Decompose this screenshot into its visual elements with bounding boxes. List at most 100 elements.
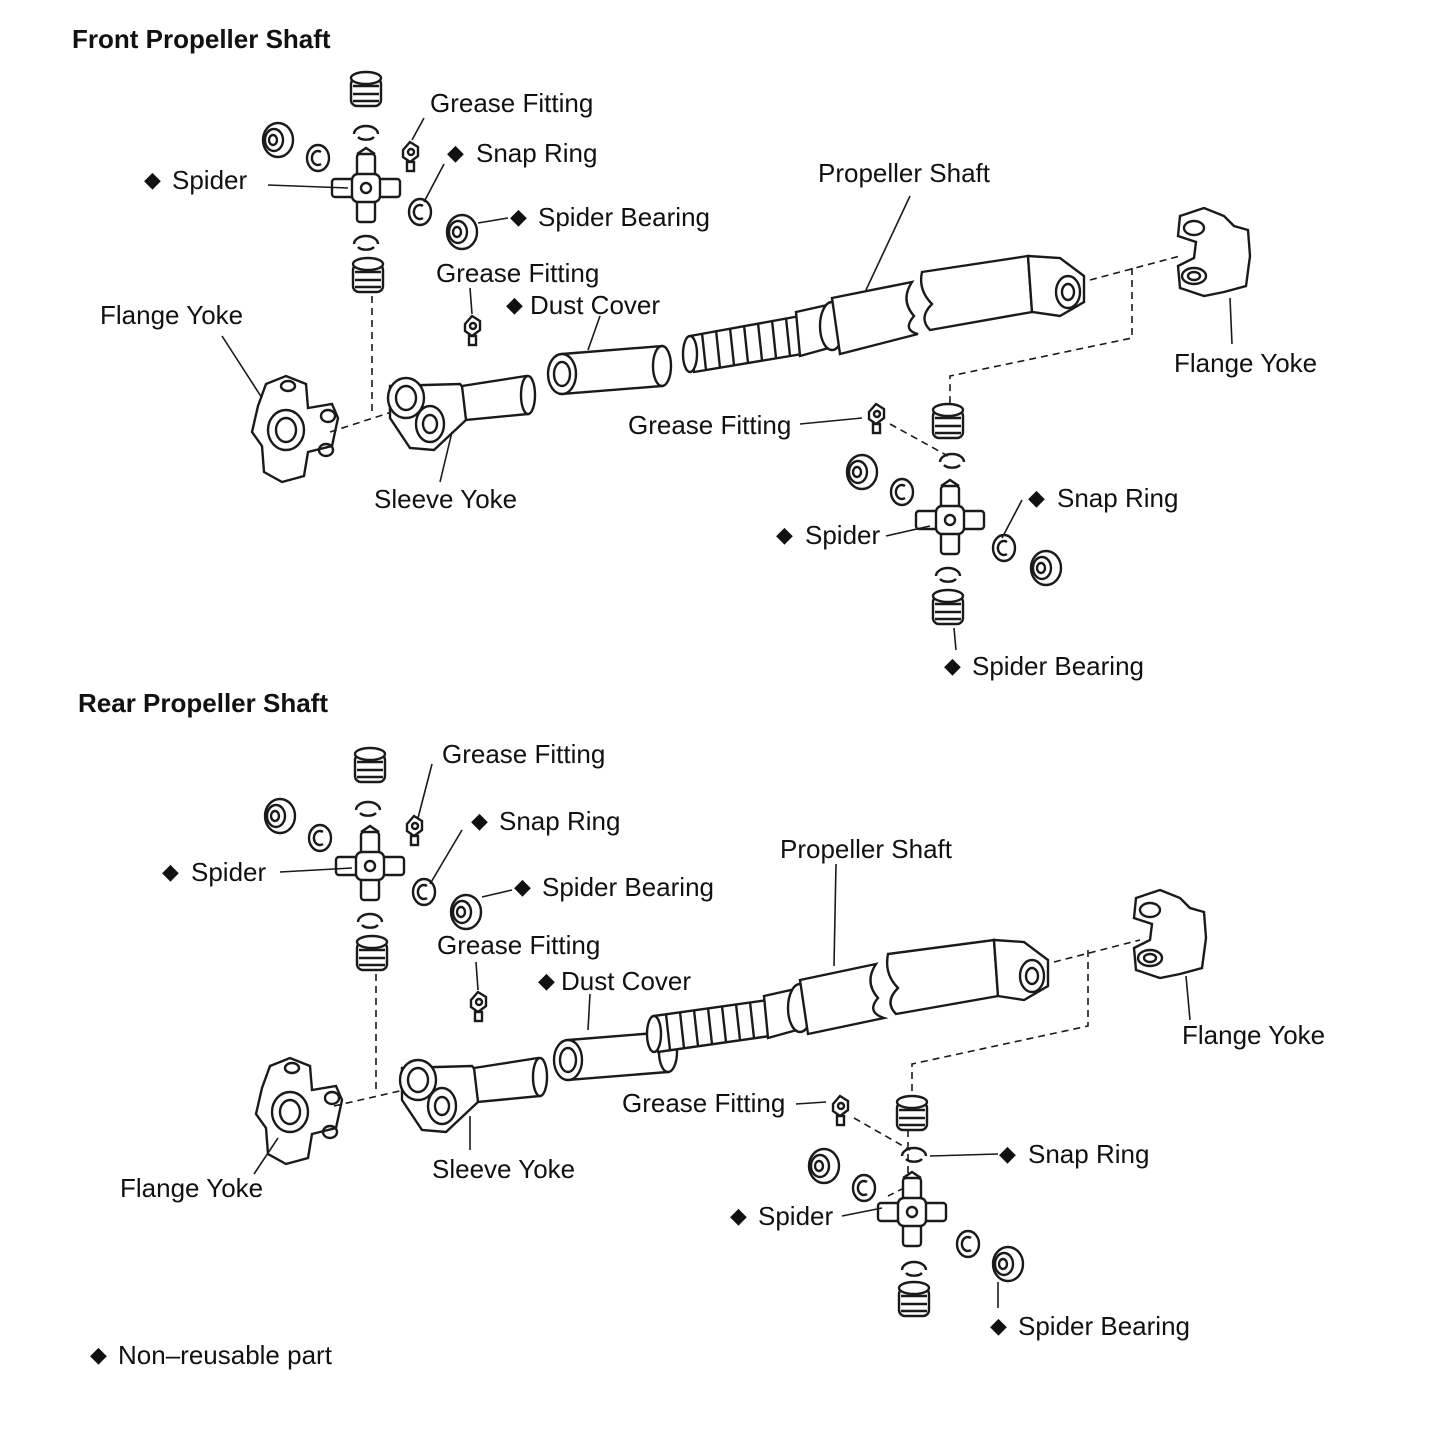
rear-snap-ring-bottom-2: [900, 1260, 928, 1277]
front-flange-yoke-left-label: Flange Yoke: [100, 300, 243, 330]
front-dust-cover: [546, 344, 673, 396]
front-grease-fitting-upper-label: Grease Fitting: [430, 88, 593, 118]
rear-nonreusable-marker: ◆: [514, 875, 531, 900]
front-nonreusable-marker: ◆: [1028, 486, 1045, 511]
rear-spider-upper: [334, 824, 406, 902]
front-flange-yoke-left: [250, 374, 340, 484]
rear-propeller-shaft: [645, 938, 1050, 1054]
front-snap-ring-bottom-2: [934, 566, 962, 583]
rear-lower-joint: [807, 1094, 1025, 1318]
front-propeller-shaft-label: Propeller Shaft: [818, 158, 991, 188]
rear-grease-fitting-lower: [831, 1094, 850, 1127]
rear-nonreusable-marker: ◆: [162, 860, 179, 885]
rear-snap-ring-upper-label: Snap Ring: [499, 806, 620, 836]
rear-nonreusable-marker: ◆: [471, 809, 488, 834]
rear-snap-ring-top: [354, 800, 382, 817]
legend-diamond-icon: ◆: [90, 1343, 107, 1368]
rear-bearing-cup-top: [353, 746, 387, 784]
front-grease-fitting-mid: [463, 314, 482, 347]
rear-spider-left-label: Spider: [191, 857, 266, 887]
front-nonreusable-marker: ◆: [506, 293, 523, 318]
front-spider-left-label: Spider: [172, 165, 247, 195]
front-bearing-cup-top: [349, 70, 383, 108]
front-nonreusable-marker: ◆: [776, 523, 793, 548]
front-clip-left-2: [889, 477, 915, 507]
front-spider-bearing-upper-label: Spider Bearing: [538, 202, 710, 232]
front-spider-bearing-bottom: [931, 588, 965, 626]
front-bearing-left-outer: [261, 121, 295, 159]
rear-grease-fitting-lower-label: Grease Fitting: [622, 1088, 785, 1118]
front-propeller-shaft: [681, 254, 1086, 374]
rear-bearing-left-outer: [263, 797, 297, 835]
front-clip-left: [305, 143, 331, 173]
rear-spider-bearing-right: [449, 893, 483, 931]
rear-dust-cover-label: Dust Cover: [561, 966, 691, 996]
front-grease-fitting-mid-label: Grease Fitting: [436, 258, 599, 288]
front-section: Front Propeller Shaft: [72, 24, 1317, 681]
rear-nonreusable-marker: ◆: [538, 969, 555, 994]
rear-upper-joint: [263, 746, 483, 1092]
front-bearing-cup-top-2: [931, 402, 965, 440]
front-nonreusable-marker: ◆: [144, 168, 161, 193]
rear-bearing-left-2: [807, 1147, 841, 1185]
rear-grease-fitting-mid: [469, 990, 488, 1023]
front-lower-joint: [845, 402, 1063, 626]
rear-spider-bearing-bottom: [897, 1280, 931, 1318]
front-spider-lower: [914, 478, 986, 556]
rear-propeller-shaft-label: Propeller Shaft: [780, 834, 953, 864]
rear-snap-ring-right: [411, 877, 437, 907]
front-upper-joint: [261, 70, 479, 416]
front-bearing-cup-bottom: [351, 256, 385, 294]
rear-clip-left-2: [851, 1173, 877, 1203]
rear-snap-ring-bottom: [356, 912, 384, 929]
rear-nonreusable-marker: ◆: [990, 1314, 1007, 1339]
rear-bearing-cup-bottom: [355, 934, 389, 972]
rear-flange-yoke-left-label: Flange Yoke: [120, 1173, 263, 1203]
rear-grease-fitting-mid-label: Grease Fitting: [437, 930, 600, 960]
rear-nonreusable-marker: ◆: [999, 1142, 1016, 1167]
front-spider-bearing-right-2: [1029, 549, 1063, 587]
front-spider-right-label: Spider: [805, 520, 880, 550]
rear-spider-bearing-lower-label: Spider Bearing: [1018, 1311, 1190, 1341]
rear-title: Rear Propeller Shaft: [78, 688, 328, 718]
rear-grease-fitting-upper: [405, 814, 424, 847]
front-snap-ring-upper-label: Snap Ring: [476, 138, 597, 168]
front-sleeve-yoke: [386, 374, 537, 452]
front-flange-yoke-right: [1176, 206, 1252, 298]
rear-bearing-cup-top-2: [895, 1094, 929, 1132]
front-sleeve-yoke-label: Sleeve Yoke: [374, 484, 517, 514]
rear-snap-ring-top-2: [900, 1146, 928, 1163]
front-snap-ring-bottom: [352, 234, 380, 251]
legend-text: Non–reusable part: [118, 1340, 333, 1370]
rear-grease-fitting-upper-label: Grease Fitting: [442, 739, 605, 769]
rear-spider-lower: [876, 1170, 948, 1248]
front-spider-bearing-right: [445, 213, 479, 251]
rear-sleeve-yoke-label: Sleeve Yoke: [432, 1154, 575, 1184]
rear-sleeve-yoke: [398, 1056, 549, 1134]
rear-nonreusable-marker: ◆: [730, 1204, 747, 1229]
rear-spider-bearing-right-2: [991, 1245, 1025, 1283]
rear-flange-yoke-left: [254, 1056, 344, 1166]
rear-flange-yoke-right: [1132, 888, 1208, 980]
front-dust-cover-label: Dust Cover: [530, 290, 660, 320]
rear-snap-ring-lower-label: Snap Ring: [1028, 1139, 1149, 1169]
front-nonreusable-marker: ◆: [944, 654, 961, 679]
front-snap-ring-lower-label: Snap Ring: [1057, 483, 1178, 513]
rear-spider-right-label: Spider: [758, 1201, 833, 1231]
front-title: Front Propeller Shaft: [72, 24, 331, 54]
front-spider-bearing-lower-label: Spider Bearing: [972, 651, 1144, 681]
front-grease-fitting-lower-label: Grease Fitting: [628, 410, 791, 440]
front-spider-upper: [330, 146, 402, 224]
rear-clip-left: [307, 823, 333, 853]
front-snap-ring-right-2: [991, 533, 1017, 563]
rear-flange-yoke-right-label: Flange Yoke: [1182, 1020, 1325, 1050]
front-nonreusable-marker: ◆: [510, 205, 527, 230]
rear-snap-ring-right-2: [955, 1229, 981, 1259]
rear-section: Rear Propeller Shaft: [78, 688, 1325, 1341]
front-bearing-left-2: [845, 453, 879, 491]
front-grease-fitting-upper: [401, 140, 420, 173]
front-nonreusable-marker: ◆: [447, 141, 464, 166]
rear-spider-bearing-upper-label: Spider Bearing: [542, 872, 714, 902]
legend: ◆ Non–reusable part: [90, 1340, 333, 1370]
